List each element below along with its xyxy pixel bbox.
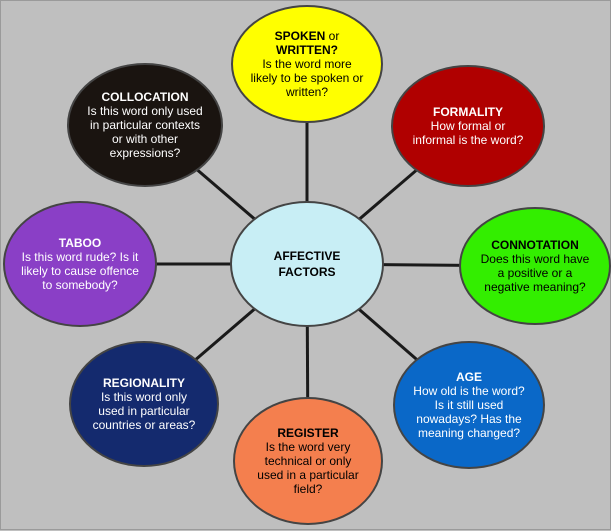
node-collocation-question: Is this word only used in particular con… <box>87 104 203 160</box>
node-age: AGE How old is the word? Is it still use… <box>393 341 545 469</box>
center-node: AFFECTIVE FACTORS <box>230 201 384 327</box>
node-taboo-title: TABOO <box>58 236 102 250</box>
node-register-question: Is the word very technical or only used … <box>257 440 359 496</box>
center-title-line1: AFFECTIVE <box>273 249 341 263</box>
node-connotation: CONNOTATION Does this word have a positi… <box>459 207 611 325</box>
node-taboo: TABOO Is this word rude? Is it likely to… <box>3 201 157 327</box>
node-spoken-title: SPOKEN <box>274 29 326 43</box>
node-formality: FORMALITY How formal or informal is the … <box>391 65 545 187</box>
node-age-title: AGE <box>455 370 482 384</box>
node-regionality-question: Is this word only used in particular cou… <box>92 390 196 432</box>
node-spoken-question: Is the word more likely to be spoken or … <box>250 57 364 99</box>
node-connotation-title: CONNOTATION <box>491 238 579 252</box>
node-regionality-title: REGIONALITY <box>102 376 185 390</box>
node-connotation-question: Does this word have a positive or a nega… <box>480 252 590 294</box>
node-formality-question: How formal or informal is the word? <box>412 119 524 147</box>
node-formality-title: FORMALITY <box>433 105 503 119</box>
node-spoken-title-line2: WRITTEN? <box>276 43 338 57</box>
node-age-question: How old is the word? Is it still used no… <box>413 384 525 440</box>
node-taboo-question: Is this word rude? Is it likely to cause… <box>21 250 139 292</box>
node-spoken-or-written: SPOKEN or WRITTEN? Is the word more like… <box>231 5 383 123</box>
node-regionality: REGIONALITY Is this word only used in pa… <box>69 341 219 467</box>
center-title-line2: FACTORS <box>278 265 336 279</box>
node-register-title: REGISTER <box>277 426 339 440</box>
node-collocation-title: COLLOCATION <box>101 90 189 104</box>
node-register: REGISTER Is the word very technical or o… <box>233 397 383 525</box>
node-spoken-title-suffix: or <box>328 29 340 43</box>
node-collocation: COLLOCATION Is this word only used in pa… <box>67 63 223 187</box>
